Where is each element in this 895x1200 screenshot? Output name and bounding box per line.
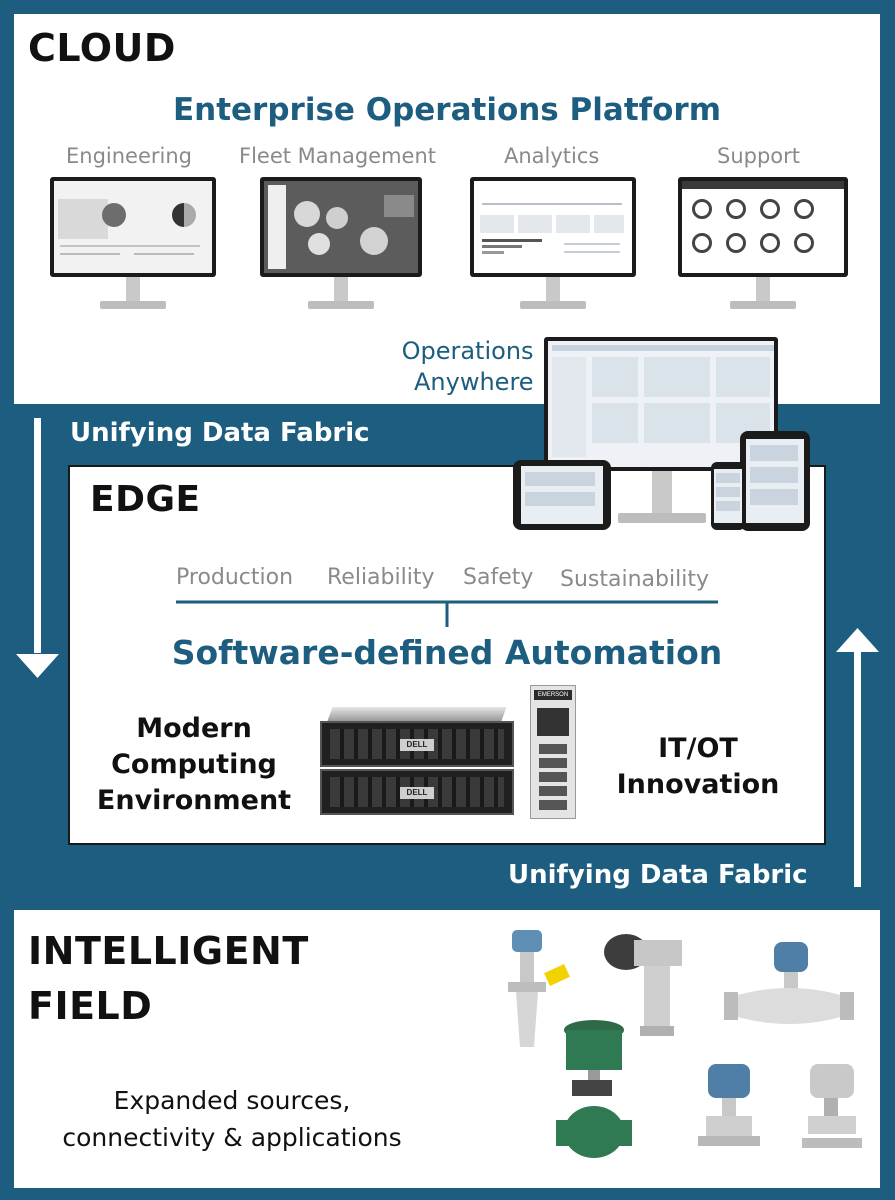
- stainless-transmitter: [604, 934, 682, 1036]
- fabric-down-label: Unifying Data Fabric: [70, 418, 370, 448]
- fleet-management-monitor: [260, 177, 422, 313]
- sda-title: Software-defined Automation: [171, 633, 723, 672]
- fabric-up-label: Unifying Data Fabric: [508, 860, 808, 890]
- server-rack-image: DELL DELL: [320, 707, 514, 817]
- fabric-up-arrow: [836, 628, 879, 887]
- field-description-line-2: connectivity & applications: [62, 1123, 402, 1152]
- modern-computing-line-1: Modern: [136, 713, 252, 744]
- field-description: Expanded sources, connectivity & applica…: [42, 1082, 422, 1156]
- modern-computing-label: Modern Computing Environment: [84, 711, 304, 819]
- phone-device: [711, 462, 745, 530]
- category-bracket: [176, 600, 718, 627]
- field-title: INTELLIGENT FIELD: [28, 924, 309, 1034]
- radar-level-transmitter: [508, 930, 570, 1047]
- operations-anywhere-label: Operations Anywhere: [400, 336, 534, 398]
- edge-title: EDGE: [90, 479, 201, 520]
- field-title-line-1: INTELLIGENT: [28, 929, 309, 973]
- tablet-portrait-device: [740, 431, 810, 531]
- it-ot-label: IT/OT Innovation: [598, 731, 798, 803]
- controller-brand: EMERSON: [534, 690, 572, 700]
- app-label-engineering: Engineering: [66, 144, 192, 168]
- server-brand-bottom: DELL: [400, 787, 434, 799]
- edge-panel: EDGE Production Reliability Safety Susta…: [68, 465, 826, 845]
- analytics-monitor: [470, 177, 636, 313]
- pressure-transmitter: [698, 1064, 760, 1146]
- app-label-analytics: Analytics: [504, 144, 600, 168]
- modern-computing-line-2: Computing: [111, 749, 277, 780]
- app-label-fleet-management: Fleet Management: [239, 144, 436, 168]
- it-ot-line-2: Innovation: [616, 769, 780, 800]
- category-production: Production: [176, 565, 294, 590]
- category-safety: Safety: [463, 565, 534, 590]
- field-panel: INTELLIGENT FIELD Expanded sources, conn…: [14, 910, 880, 1188]
- category-sustainability: Sustainability: [560, 567, 709, 592]
- engineering-monitor: [50, 177, 216, 313]
- it-ot-line-1: IT/OT: [658, 733, 738, 764]
- fabric-down-arrow: [16, 418, 59, 678]
- field-description-line-1: Expanded sources,: [113, 1086, 351, 1115]
- field-title-line-2: FIELD: [28, 984, 153, 1028]
- app-label-support: Support: [717, 144, 801, 168]
- cloud-title: CLOUD: [28, 26, 176, 70]
- operations-anywhere-line-1: Operations: [401, 337, 534, 365]
- tablet-device: [513, 460, 611, 530]
- platform-title: Enterprise Operations Platform: [172, 92, 722, 128]
- operations-anywhere-line-2: Anywhere: [414, 368, 534, 396]
- coriolis-flow-meter: [724, 942, 854, 1024]
- control-valve: [556, 1020, 632, 1158]
- field-devices-image: [508, 930, 862, 1158]
- stainless-pressure-transmitter: [802, 1064, 862, 1148]
- category-reliability: Reliability: [327, 565, 435, 590]
- server-brand-top: DELL: [400, 739, 434, 751]
- operations-anywhere-monitor: [544, 337, 778, 525]
- modern-computing-line-3: Environment: [96, 785, 292, 816]
- edge-controller-image: EMERSON: [530, 685, 576, 819]
- cloud-panel: CLOUD Enterprise Operations Platform Eng…: [14, 14, 880, 404]
- support-monitor: [678, 177, 848, 313]
